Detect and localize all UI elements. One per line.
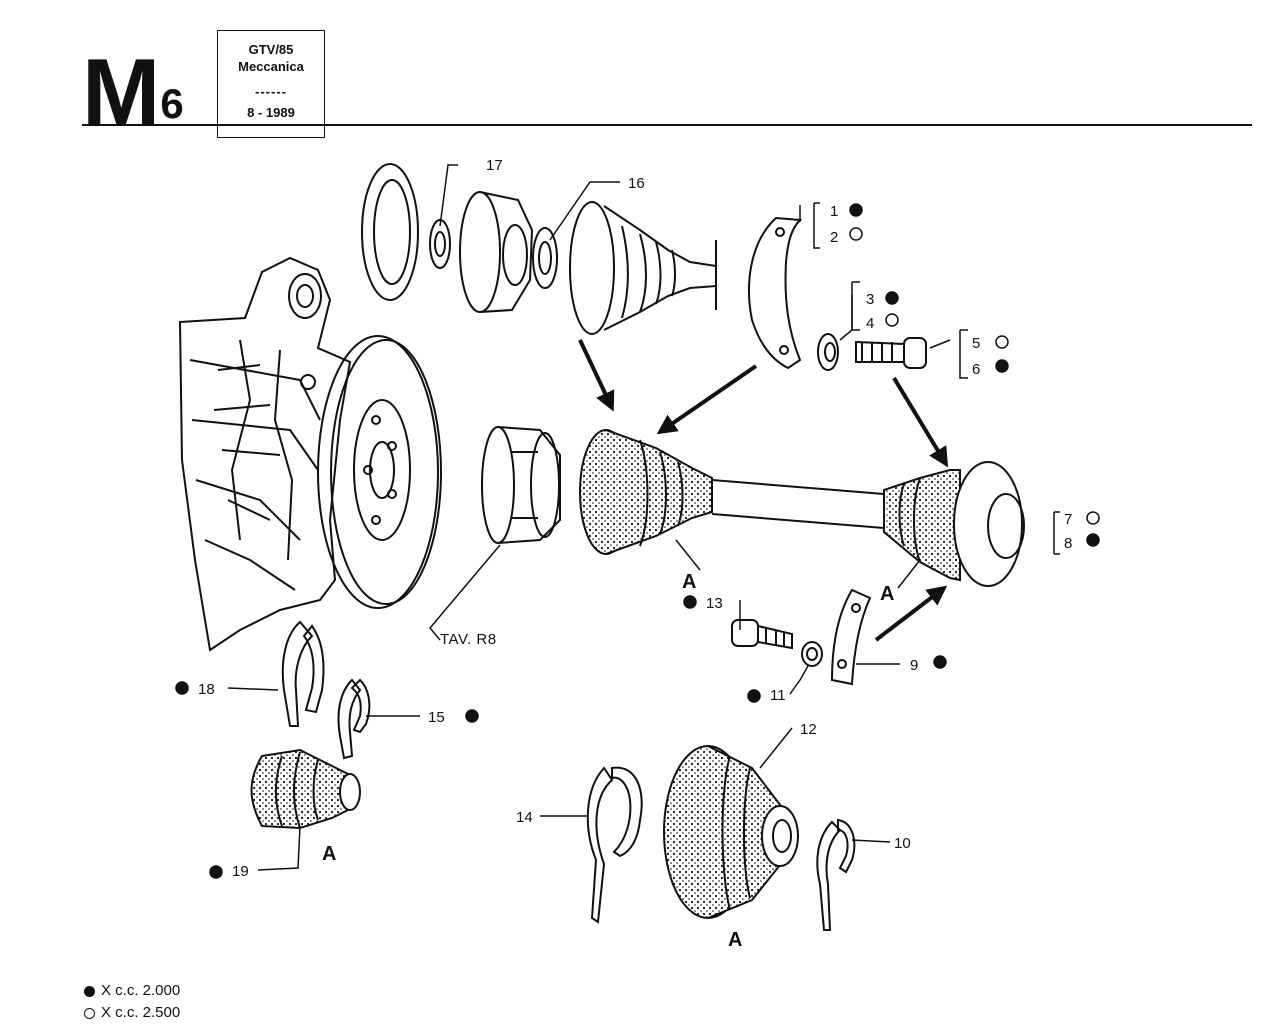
bracket-plate	[748, 216, 803, 370]
leader-lines	[227, 164, 1060, 871]
callout-12: 12	[800, 721, 817, 738]
section-letter: M	[82, 39, 160, 144]
callout-10: 10	[894, 835, 911, 852]
hub-assembly	[361, 163, 558, 313]
model-name: GTV/85	[248, 42, 294, 57]
callout-9: 9	[910, 657, 918, 674]
legend-row-2000: X c.c. 2.000	[84, 980, 180, 1002]
callout-14: 14	[516, 809, 533, 826]
callout-5: 5	[972, 335, 980, 352]
header-rule	[82, 124, 1252, 126]
marker-a-boot-19: A	[322, 843, 336, 865]
callout-15: 15	[428, 709, 445, 726]
boot-19	[250, 748, 361, 830]
callout-labels: 17 16 1 2 3 4 5 6 7 8 13 9 11 12 14 10 1…	[198, 157, 1072, 951]
variant-dot-5	[995, 335, 1009, 349]
drive-flange	[481, 426, 561, 544]
callout-13: 13	[706, 595, 723, 612]
callout-17: 17	[486, 157, 503, 174]
bolt-13	[731, 619, 823, 667]
callout-18: 18	[198, 681, 215, 698]
callout-2: 2	[830, 229, 838, 246]
variant-dot-1	[849, 203, 863, 217]
group-name: Meccanica	[238, 59, 304, 74]
marker-a-boot-12: A	[728, 929, 742, 951]
variant-dot-15	[465, 709, 479, 723]
clamp-14	[586, 766, 643, 924]
open-dot-icon	[84, 1007, 95, 1019]
section-number: 6	[160, 80, 184, 127]
variant-dot-13	[683, 595, 697, 609]
callout-3: 3	[866, 291, 874, 308]
legend: X c.c. 2.000 X c.c. 2.500	[84, 980, 180, 1024]
variant-dot-19	[209, 865, 223, 879]
callout-6: 6	[972, 361, 980, 378]
variant-markers	[175, 203, 1100, 879]
callout-19: 19	[232, 863, 249, 880]
legend-row-2500: X c.c. 2.500	[84, 1002, 180, 1024]
washer-and-bolt	[817, 333, 927, 371]
drive-shaft	[579, 429, 1025, 587]
callout-7: 7	[1064, 511, 1072, 528]
filled-dot-icon	[84, 985, 95, 997]
callout-4: 4	[866, 315, 874, 332]
marker-a-shaft-left: A	[682, 571, 696, 593]
separator: ------	[255, 84, 287, 99]
variant-dot-2	[849, 227, 863, 241]
edition-date: 8 - 1989	[247, 105, 295, 120]
clamp-10	[816, 818, 856, 931]
outer-cv-joint	[569, 201, 717, 335]
variant-dot-11	[747, 689, 761, 703]
brake-disc	[317, 335, 442, 609]
boot-12	[663, 745, 799, 919]
legend-text-2500: X c.c. 2.500	[101, 1004, 181, 1021]
title-box: GTV/85 Meccanica ------ 8 - 1989	[217, 30, 325, 138]
variant-dot-3	[885, 291, 899, 305]
clamp-15	[337, 678, 371, 760]
legend-text-2000: X c.c. 2.000	[101, 982, 181, 999]
variant-dot-6	[995, 359, 1009, 373]
variant-dot-18	[175, 681, 189, 695]
clamp-18	[281, 620, 325, 727]
assembly-arrows	[578, 339, 949, 642]
variant-dot-4	[885, 313, 899, 327]
variant-dot-8	[1086, 533, 1100, 547]
callout-16: 16	[628, 175, 645, 192]
variant-dot-9	[933, 655, 947, 669]
plate-9	[830, 588, 872, 686]
marker-a-shaft-right: A	[880, 583, 894, 605]
callout-8: 8	[1064, 535, 1072, 552]
section-mark: M6	[82, 45, 184, 139]
variant-dot-7	[1086, 511, 1100, 525]
gearbox-housing	[178, 256, 352, 652]
callout-11: 11	[770, 687, 786, 704]
callout-1: 1	[830, 203, 838, 220]
reference-table: TAV. R8	[440, 631, 497, 648]
